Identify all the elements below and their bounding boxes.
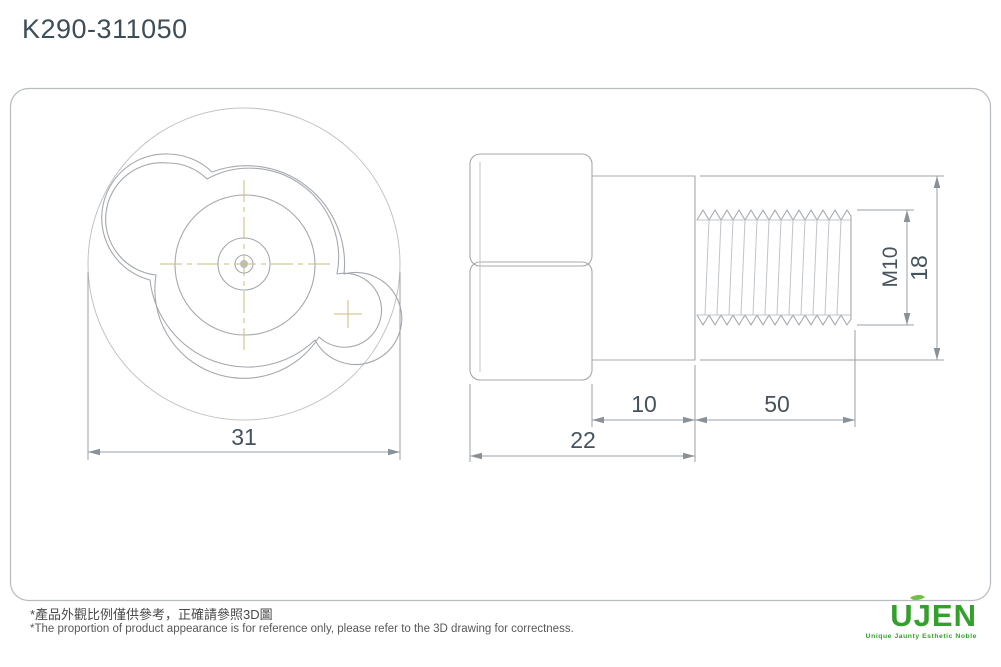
threaded-shaft (696, 209, 852, 326)
dimension-22: 22 (469, 384, 695, 462)
dimension-m10: M10 (857, 209, 914, 326)
arrowhead (683, 452, 695, 460)
note-chinese: *產品外觀比例僅供參考，正確請參照3D圖 (30, 607, 273, 622)
arrowhead (933, 348, 941, 360)
knob-top-outline (469, 153, 593, 267)
logo: UJEN Unique Jaunty Esthetic Noble (865, 591, 977, 640)
thread-top-profile (696, 209, 852, 221)
center-crosshair (160, 180, 330, 350)
dimension-31: 31 (87, 272, 401, 460)
arrowhead (903, 313, 911, 325)
dimension-10-50: 10 50 (591, 330, 856, 462)
arrowhead (470, 452, 482, 460)
knob-bottom-outline (469, 261, 593, 381)
tail-center-cross (334, 300, 362, 328)
outer-boundary-circle (87, 107, 401, 421)
arrowhead (843, 416, 855, 424)
dim-text-18: 18 (906, 255, 932, 281)
arrowhead (592, 416, 604, 424)
logo-tagline: Unique Jaunty Esthetic Noble (865, 633, 977, 640)
arrowhead (695, 416, 707, 424)
thread-flank-lines (704, 219, 842, 316)
collar-outline (591, 175, 696, 361)
arrowhead (933, 176, 941, 188)
dim-text-31: 31 (231, 424, 257, 450)
part-number-title: K290-311050 (22, 14, 188, 44)
logo-wordmark: UJEN (890, 591, 977, 633)
dim-text-10: 10 (631, 391, 657, 417)
lever-outer-outline (101, 153, 403, 368)
boss-circle (174, 194, 316, 336)
side-view: 10 50 22 18 (469, 153, 944, 462)
dim-text-m10: M10 (879, 247, 902, 288)
dimension-18: 18 (700, 175, 944, 361)
arrowhead (903, 210, 911, 222)
logo-name: UJEN (890, 598, 977, 633)
dim-text-22: 22 (570, 427, 596, 453)
arrowhead (683, 416, 695, 424)
arrowhead (388, 448, 400, 456)
dim-text-50: 50 (764, 391, 790, 417)
lever-inner-outline (105, 162, 383, 379)
thread-bottom-profile (696, 314, 852, 326)
note-english: *The proportion of product appearance is… (30, 623, 574, 635)
arrowhead (88, 448, 100, 456)
front-view: 31 (87, 107, 403, 460)
drawing-frame (9, 87, 992, 602)
